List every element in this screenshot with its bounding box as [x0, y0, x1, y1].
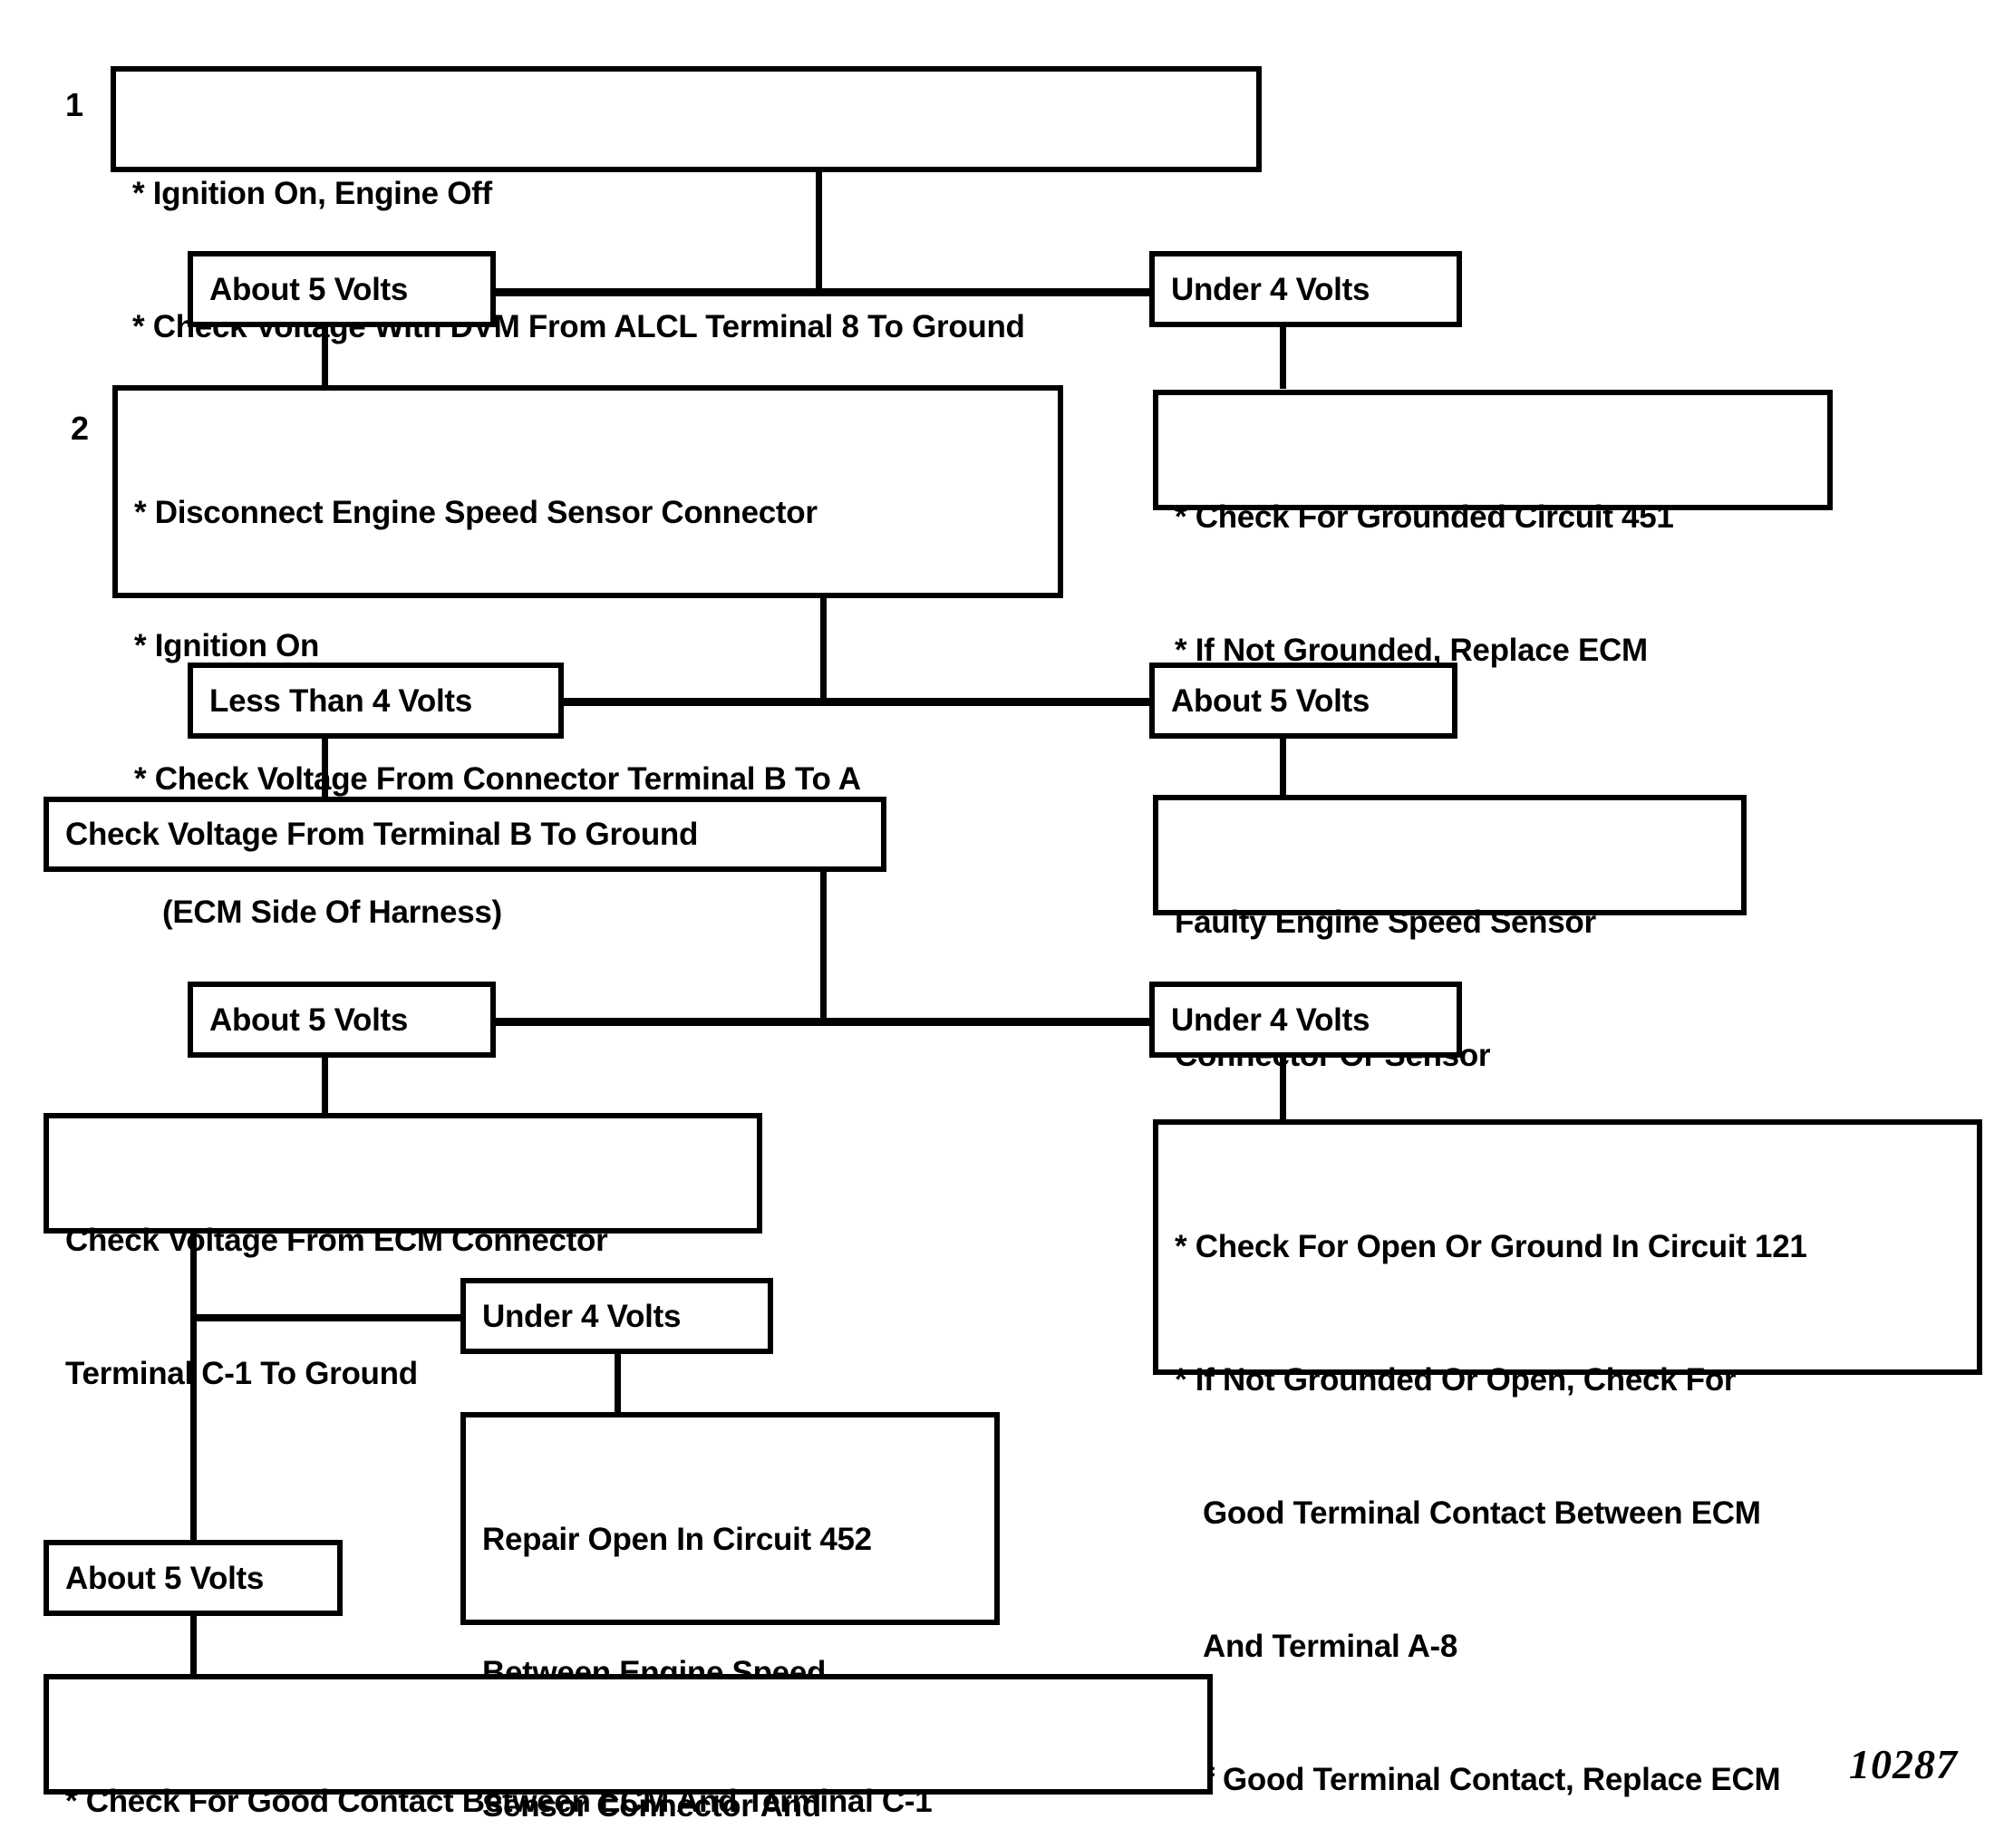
- connector-v-under4a-to-451: [1280, 327, 1286, 389]
- box-about-5-volts-a-label: About 5 Volts: [209, 271, 409, 307]
- box-check-ecm-connector-c1-line-2: Terminal C-1 To Ground: [65, 1356, 418, 1391]
- box-less-than-4-volts-label: Less Than 4 Volts: [209, 682, 472, 719]
- connector-h-ecmc1-to-under4c: [190, 1314, 471, 1321]
- connector-v-terminalb-down: [820, 872, 827, 1021]
- box-repair-circuit-452: Repair Open In Circuit 452 Between Engin…: [460, 1412, 1000, 1824]
- box-circuit-121-line-4: And Terminal A-8: [1203, 1629, 1458, 1664]
- connector-v-under4c-down: [615, 1354, 621, 1416]
- box-faulty-sensor-line-1: Faulty Engine Speed Sensor: [1175, 905, 1596, 940]
- connector-v-about5c-down: [322, 1058, 328, 1118]
- box-about-5-volts-b-label: About 5 Volts: [1171, 682, 1370, 719]
- box-disconnect-sensor: * Disconnect Engine Speed Sensor Connect…: [112, 385, 1063, 930]
- step-number-2: 2: [71, 410, 90, 447]
- box-check-terminal-b-ground-label: Check Voltage From Terminal B To Ground: [65, 817, 699, 852]
- box-disconnect-sensor-line-2: * Ignition On: [134, 628, 320, 663]
- box-less-than-4-volts: Less Than 4 Volts: [188, 663, 564, 739]
- box-circuit-121-line-2: * If Not Grounded Or Open, Check For: [1175, 1362, 1737, 1398]
- connector-v-about5d-down: [190, 1616, 197, 1678]
- box-ignition-check-line-1: * Ignition On, Engine Off: [132, 176, 492, 211]
- box-check-grounded-451: * Check For Grounded Circuit 451 * If No…: [1153, 390, 1833, 668]
- box-under-4-volts-a-label: Under 4 Volts: [1171, 271, 1370, 307]
- box-disconnect-sensor-line-4: (ECM Side Of Harness): [162, 895, 502, 930]
- box-faulty-sensor: Faulty Engine Speed Sensor Connector Or …: [1153, 795, 1747, 1073]
- connector-v-under4b-down: [1280, 1058, 1286, 1119]
- box-about-5-volts-c-label: About 5 Volts: [209, 1001, 409, 1038]
- box-under-4-volts-c: Under 4 Volts: [460, 1278, 773, 1354]
- box-under-4-volts-b-label: Under 4 Volts: [1171, 1001, 1370, 1038]
- connector-v-ecmc1-down-long: [190, 1234, 197, 1545]
- box-under-4-volts-c-label: Under 4 Volts: [482, 1298, 682, 1334]
- connector-v-step2-down: [820, 598, 827, 701]
- connector-v-about5b-down: [1280, 739, 1286, 800]
- box-circuit-121-line-3: Good Terminal Contact Between ECM: [1203, 1495, 1761, 1531]
- box-check-grounded-451-line-2: * If Not Grounded, Replace ECM: [1175, 633, 1648, 668]
- figure-number: 10287: [1849, 1741, 1958, 1787]
- box-circuit-121-line-5: * If Good Terminal Contact, Replace ECM: [1175, 1762, 1781, 1797]
- connector-v-about5a-to-step2: [322, 327, 328, 387]
- box-about-5-volts-b: About 5 Volts: [1149, 663, 1457, 739]
- box-check-ecm-connector-c1: Check Voltage From ECM Connector Termina…: [44, 1113, 762, 1391]
- box-disconnect-sensor-line-1: * Disconnect Engine Speed Sensor Connect…: [134, 495, 818, 530]
- box-about-5-volts-d-label: About 5 Volts: [65, 1560, 265, 1596]
- connector-h-terminalb-branch: [234, 1018, 1158, 1026]
- box-circuit-121-line-1: * Check For Open Or Ground In Circuit 12…: [1175, 1229, 1807, 1264]
- box-ignition-check: * Ignition On, Engine Off * Check Voltag…: [111, 66, 1262, 344]
- step-number-1: 1: [65, 86, 84, 123]
- box-about-5-volts-a: About 5 Volts: [188, 251, 496, 327]
- connector-h-step2-branch: [234, 698, 1158, 706]
- connector-v-step1-down: [816, 172, 822, 292]
- box-repair-circuit-452-line-1: Repair Open In Circuit 452: [482, 1522, 872, 1557]
- box-check-terminal-b-ground: Check Voltage From Terminal B To Ground: [44, 797, 886, 872]
- connector-v-lessthan4-down: [322, 739, 328, 800]
- connector-h-step1-branch: [227, 288, 1156, 296]
- box-under-4-volts-a: Under 4 Volts: [1149, 251, 1462, 327]
- box-final-good-contact: * Check For Good Contact Between ECM And…: [44, 1674, 1213, 1819]
- box-under-4-volts-b: Under 4 Volts: [1149, 982, 1462, 1058]
- box-final-good-contact-line-1: * Check For Good Contact Between ECM And…: [65, 1784, 933, 1819]
- box-disconnect-sensor-line-3: * Check Voltage From Connector Terminal …: [134, 761, 861, 797]
- box-about-5-volts-c: About 5 Volts: [188, 982, 496, 1058]
- box-about-5-volts-d: About 5 Volts: [44, 1540, 343, 1616]
- box-circuit-121: * Check For Open Or Ground In Circuit 12…: [1153, 1119, 1982, 1797]
- box-check-ecm-connector-c1-line-1: Check Voltage From ECM Connector: [65, 1223, 608, 1258]
- box-check-grounded-451-line-1: * Check For Grounded Circuit 451: [1175, 499, 1674, 535]
